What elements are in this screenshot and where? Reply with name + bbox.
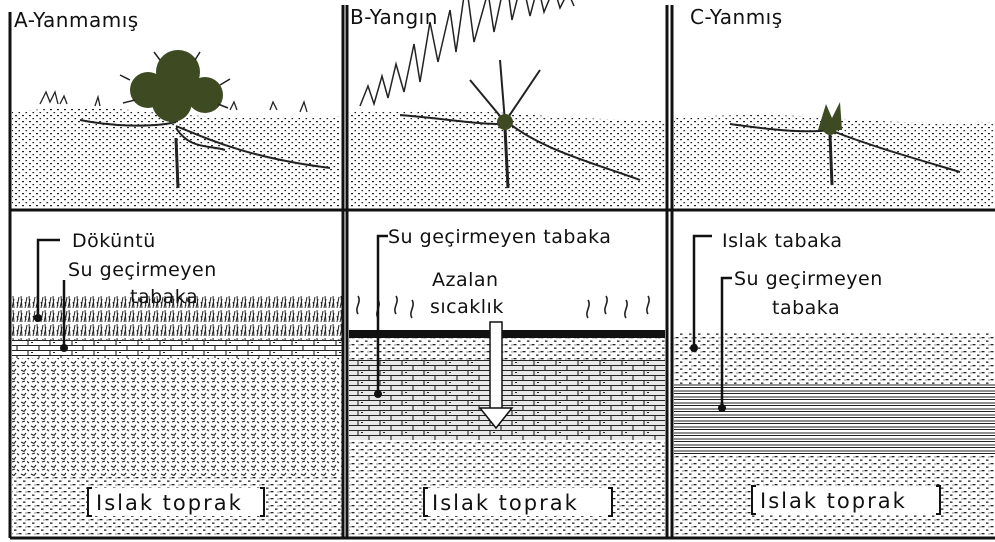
panel-b-title: B-Yangın <box>350 5 438 29</box>
panel-c-label-layer: tabaka <box>772 297 840 319</box>
panel-b-wet-soil-label: Islak toprak <box>432 491 579 515</box>
panel-c-wet-soil-label: Islak toprak <box>760 489 907 513</box>
panel-a: A-Yanmamış Döküntü Su geçirmeyen tabaka <box>12 8 342 536</box>
panel-c-title: C-Yanmış <box>690 5 783 29</box>
panel-b-upper-soil <box>349 338 665 360</box>
panel-c: C-Yanmış Islak tabaka Su geçirmeyen taba… <box>674 5 995 536</box>
panel-b-label-temperature: sıcaklık <box>430 296 504 318</box>
panel-a-label-debris: Döküntü <box>72 230 156 252</box>
panel-a-soil-layer <box>12 358 342 476</box>
panel-a-wet-soil-label: Islak toprak <box>96 491 243 515</box>
panel-b-label-decreasing: Azalan <box>432 269 499 291</box>
panel-b-charred-surface <box>349 330 665 338</box>
panel-a-title: A-Yanmamış <box>14 8 139 32</box>
panel-b: B-Yangın Su geçirmeyen tabaka Azalan sıc… <box>349 0 665 536</box>
panel-b-label-impermeable: Su geçirmeyen tabaka <box>388 226 611 248</box>
panel-c-label-impermeable: Su geçirmeyen <box>734 268 883 290</box>
panel-c-label-wet-layer: Islak tabaka <box>722 230 843 252</box>
panel-a-label-layer: tabaka <box>130 286 198 308</box>
panel-a-label-impermeable: Su geçirmeyen <box>68 259 217 281</box>
